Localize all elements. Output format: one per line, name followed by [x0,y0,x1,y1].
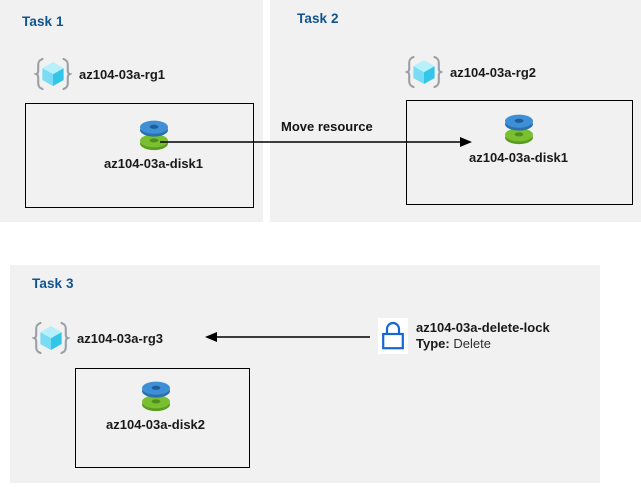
delete-lock-type-value: Delete [453,336,491,352]
disk-label-disk1-task2: az104-03a-disk1 [469,150,569,165]
delete-lock-name: az104-03a-delete-lock [416,320,550,335]
managed-disk-icon [134,374,178,416]
managed-disk-icon [497,107,541,149]
resource-group-icon [32,320,70,356]
resource-group-label-rg2: az104-03a-rg2 [450,64,536,80]
disk-label-disk2-task3: az104-03a-disk2 [106,417,206,432]
arrow-lock-to-rg3 [205,332,370,342]
resource-group-rg1: az104-03a-rg1 [34,56,165,92]
delete-lock-block: az104-03a-delete-lock Type: Delete [378,318,550,354]
panel-task-2 [270,0,641,222]
arrow-move-resource [160,137,472,147]
disk-label-disk1-task1: az104-03a-disk1 [104,156,204,171]
resource-group-icon [405,54,443,90]
panel-title-task-2: Task 2 [297,11,339,26]
panel-title-task-3: Task 3 [32,276,74,291]
disk-node-disk1-task1: az104-03a-disk1 [104,113,203,171]
resource-box-task-1: az104-03a-disk1 [25,103,254,208]
arrow-label-move-resource: Move resource [281,119,373,134]
panel-task-1 [0,0,263,222]
resource-group-rg2: az104-03a-rg2 [405,54,536,90]
delete-lock-type-key: Type: [416,336,450,352]
disk-node-disk1-task2: az104-03a-disk1 [469,107,568,165]
resource-box-task-3: az104-03a-disk2 [75,368,250,468]
resource-box-task-2: az104-03a-disk1 [406,100,633,205]
resource-group-label-rg3: az104-03a-rg3 [77,330,163,346]
panel-title-task-1: Task 1 [22,14,64,29]
resource-group-rg3: az104-03a-rg3 [32,320,163,356]
delete-lock-type-line: Type: Delete [416,336,550,352]
panel-task-3 [10,265,600,483]
delete-lock-text: az104-03a-delete-lock Type: Delete [416,318,550,353]
resource-group-icon [34,56,72,92]
managed-disk-icon [132,113,176,155]
disk-node-disk2-task3: az104-03a-disk2 [106,374,205,432]
lock-icon [378,318,408,354]
resource-group-label-rg1: az104-03a-rg1 [79,66,165,82]
